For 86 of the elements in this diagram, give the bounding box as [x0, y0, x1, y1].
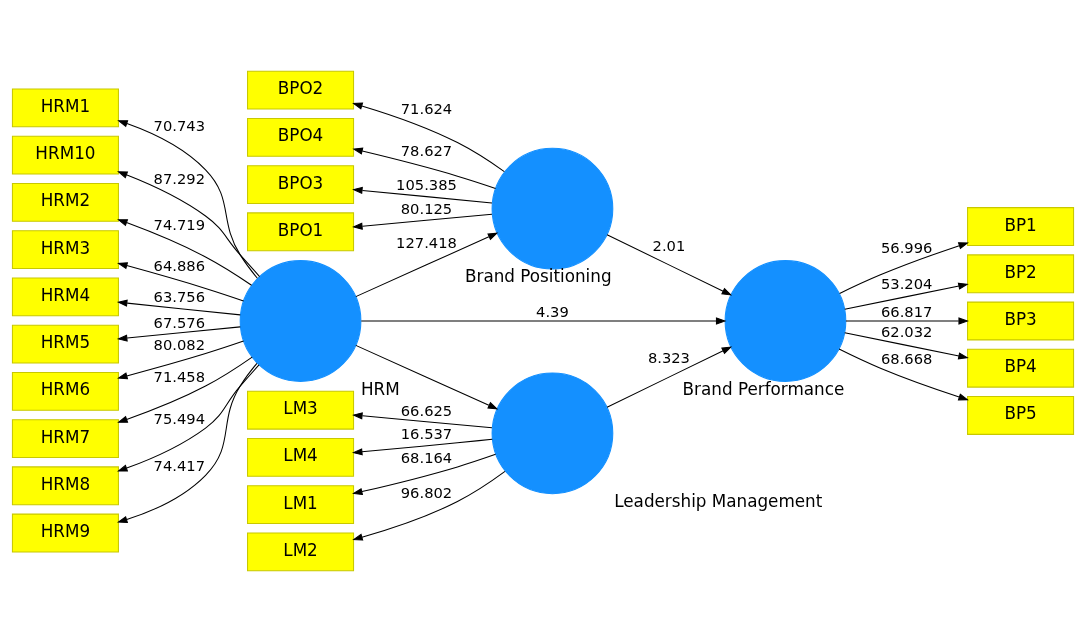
node-box: BP5	[967, 395, 1075, 435]
edge-label: 4.39	[536, 302, 569, 320]
node-box: BPO4	[247, 117, 355, 157]
edge-label: 62.032	[880, 322, 933, 340]
node-label: Leadership Management	[614, 490, 823, 511]
arrow	[352, 470, 506, 541]
edge-label: 2.01	[652, 236, 686, 254]
arrow	[116, 362, 258, 523]
edge-label: 8.323	[647, 348, 690, 366]
node-box: BPO1	[247, 211, 355, 251]
arrow	[116, 299, 241, 315]
node-box: HRM4	[11, 276, 119, 316]
edge-label: 71.624	[400, 99, 453, 117]
arrow	[117, 340, 245, 379]
arrow	[844, 331, 969, 359]
edge-label: 75.494	[153, 409, 206, 427]
arrow	[352, 186, 493, 203]
edge-label: 80.125	[400, 199, 453, 217]
arrow	[355, 232, 499, 297]
node-box: BPO3	[247, 164, 355, 204]
arrow	[838, 348, 969, 400]
edge-label: 71.458	[153, 367, 206, 385]
node-box: BP3	[967, 301, 1075, 340]
node-box: BPO2	[247, 70, 355, 109]
edge-label: 87.292	[153, 169, 206, 187]
edge-label: 67.576	[153, 313, 206, 331]
edge-label: 70.743	[153, 116, 206, 134]
node-circle	[239, 259, 362, 382]
edge-label: 96.802	[400, 483, 453, 501]
arrow	[117, 356, 253, 423]
node-box: LM3	[247, 390, 355, 430]
edge-label: 74.719	[153, 215, 206, 233]
arrow	[352, 411, 493, 428]
node-box: BP1	[967, 206, 1075, 246]
node-label: HRM	[360, 378, 400, 399]
node-box: HRM3	[11, 229, 119, 269]
arrow	[352, 213, 493, 230]
arrow	[844, 282, 969, 310]
arrow	[839, 241, 969, 294]
edge-label: 16.537	[400, 424, 453, 442]
node-circle	[724, 259, 847, 382]
node-box: HRM7	[11, 418, 119, 458]
arrow	[351, 438, 493, 455]
edge-label: 66.817	[880, 302, 933, 320]
node-circle	[491, 371, 614, 494]
edge-label: 53.204	[880, 274, 933, 292]
edge-label: 68.164	[400, 448, 453, 466]
edge-label: 78.627	[400, 141, 453, 159]
edge-label: 127.418	[396, 233, 457, 251]
edge-label: 64.886	[153, 256, 206, 274]
arrow	[606, 233, 733, 296]
arrow	[117, 363, 260, 471]
edge-label: 80.082	[153, 335, 206, 353]
node-label: Brand Positioning	[464, 265, 612, 286]
node-box: BP4	[967, 348, 1075, 388]
arrow	[116, 325, 241, 342]
edge-label: 68.668	[880, 349, 933, 367]
edge-label: 105.385	[396, 175, 457, 193]
node-box: HRM1	[11, 88, 119, 127]
node-box: HRM2	[11, 182, 119, 222]
arrow	[355, 344, 499, 409]
arrow	[352, 102, 505, 172]
arrow	[606, 345, 733, 408]
node-box: HRM9	[11, 513, 119, 552]
node-box: LM1	[247, 484, 355, 524]
node-box: HRM10	[11, 135, 119, 175]
node-circle	[491, 147, 614, 270]
arrow	[352, 453, 497, 495]
arrow	[845, 316, 969, 325]
node-box: HRM5	[11, 324, 119, 363]
edge-label: 63.756	[153, 287, 206, 305]
arrow	[360, 316, 727, 325]
arrow	[117, 119, 258, 279]
node-box: HRM6	[11, 371, 119, 411]
node-box: BP2	[967, 253, 1075, 293]
node-box: HRM8	[11, 465, 119, 505]
node-label: Brand Performance	[682, 378, 845, 399]
edge-label: 66.625	[400, 401, 453, 419]
arrow	[117, 218, 253, 286]
arrow	[117, 170, 261, 277]
arrow	[117, 261, 245, 301]
node-box: LM2	[247, 532, 355, 571]
arrow	[352, 147, 497, 189]
node-box: LM4	[247, 437, 355, 477]
edge-label: 56.996	[880, 238, 933, 256]
edge-label: 74.417	[153, 456, 206, 474]
